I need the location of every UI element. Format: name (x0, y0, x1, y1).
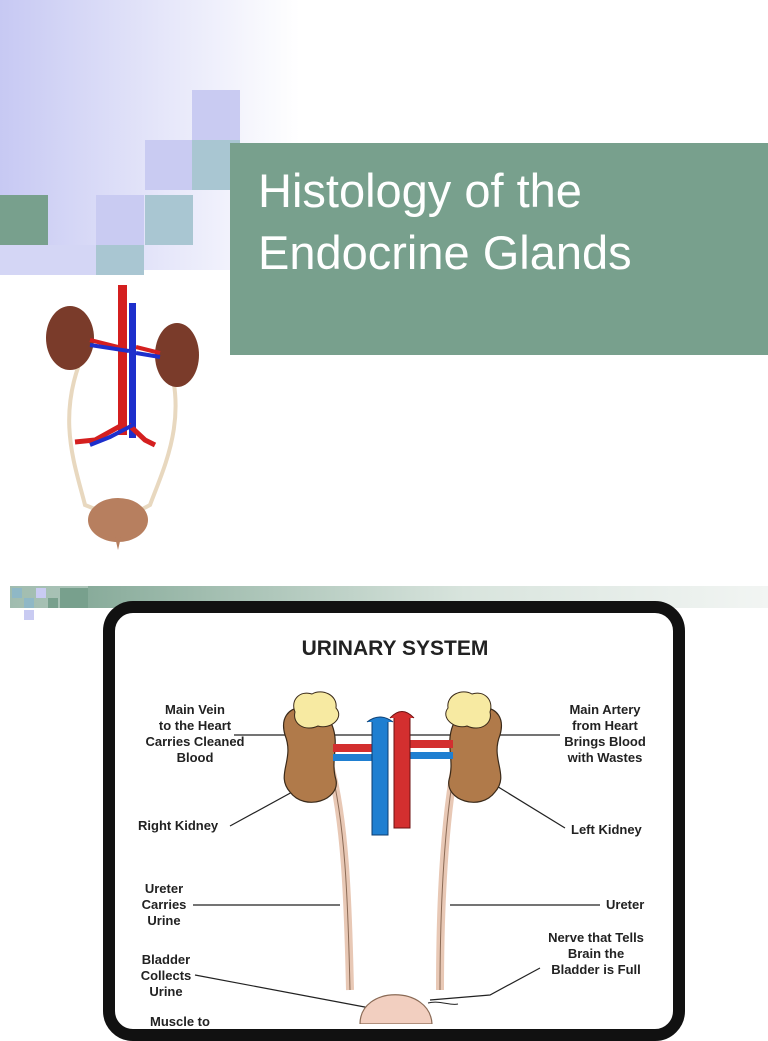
kidney-thumbnail-illustration (46, 285, 199, 550)
right-adrenal-gland (293, 691, 340, 729)
label-main-vein-line-1: Main Vein (165, 702, 225, 717)
label-main-artery: Main Artery from Heart Brings Blood with… (544, 702, 666, 766)
label-muscle: Muscle to (150, 1014, 210, 1029)
label-main-artery-line-4: with Wastes (567, 750, 643, 765)
label-main-artery-line-3: Brings Blood (564, 734, 646, 749)
label-bladder: Bladder Collects Urine (130, 952, 202, 1000)
label-main-artery-line-1: Main Artery (569, 702, 641, 717)
slide-title: Histology of the Endocrine Glands (258, 160, 758, 284)
label-bladder-line-2: Collects (140, 968, 192, 983)
leader-nerve (429, 967, 541, 1001)
title-band (230, 143, 768, 355)
label-bladder-line-3: Urine (149, 984, 183, 999)
bladder (359, 994, 433, 1024)
kidney-thumbnail (15, 275, 228, 558)
label-main-vein: Main Vein to the Heart Carries Cleaned B… (130, 702, 260, 766)
left-adrenal-gland (445, 691, 492, 729)
main-artery (393, 715, 411, 829)
label-ureter-left: Ureter Carries Urine (128, 881, 200, 929)
slide-title-line-1: Histology of the (258, 164, 582, 217)
label-bladder-line-1: Bladder (141, 952, 191, 967)
label-left-kidney: Left Kidney (571, 822, 642, 837)
leader-bladder (194, 974, 371, 1009)
label-ureter-left-line-2: Carries (141, 897, 187, 912)
leader-left-kidney (494, 784, 566, 829)
label-nerve-line-1: Nerve that Tells (548, 930, 644, 945)
diagram-title: URINARY SYSTEM (301, 637, 489, 660)
slide-title-line-2: Endocrine Glands (258, 226, 632, 279)
label-main-vein-line-4: Blood (176, 750, 214, 765)
label-ureter-left-line-3: Urine (147, 913, 181, 928)
label-main-vein-line-3: Carries Cleaned (145, 734, 245, 749)
label-nerve-line-3: Bladder is Full (551, 962, 641, 977)
label-main-vein-line-2: to the Heart (158, 718, 232, 733)
label-main-artery-line-2: from Heart (572, 718, 638, 733)
label-ureter-left-line-1: Ureter (144, 881, 184, 896)
label-right-kidney: Right Kidney (138, 818, 219, 833)
label-ureter-right: Ureter (606, 897, 645, 912)
label-nerve: Nerve that Tells Brain the Bladder is Fu… (536, 930, 656, 978)
main-vein (371, 719, 389, 836)
label-nerve-line-2: Brain the (567, 946, 625, 961)
